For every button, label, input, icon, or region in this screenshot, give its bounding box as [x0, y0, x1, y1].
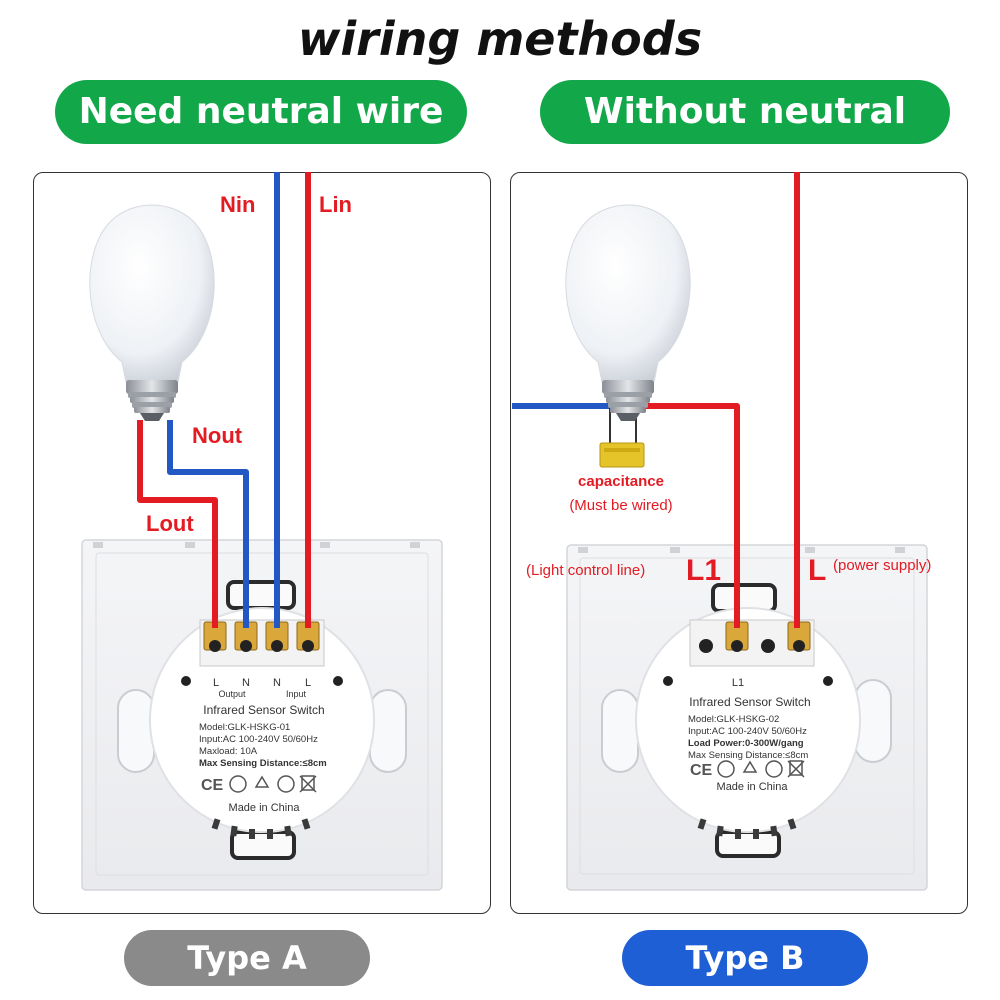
page-title: wiring methods	[297, 12, 703, 66]
made-in-b: Made in China	[717, 781, 789, 793]
switch-plate-a: L N N L Output Input Infrared Sensor Swi…	[81, 539, 443, 891]
module-model-a: Model:GLK-HSKG-01	[199, 722, 290, 733]
terminal-label-l2: L	[305, 677, 311, 689]
terminal-label-n1: N	[242, 677, 250, 689]
output-label: Output	[218, 689, 246, 699]
wire-nout	[167, 420, 249, 628]
terminal-screws-a	[203, 621, 320, 652]
light-bulb-b	[565, 204, 691, 421]
label-lout: Lout	[146, 511, 194, 536]
module-load-b: Load Power:0-300W/gang	[688, 738, 804, 749]
label-nout: Nout	[192, 423, 243, 448]
wires-b	[512, 172, 800, 628]
svg-text:CE: CE	[201, 777, 224, 794]
label-capacitance: capacitance	[578, 473, 664, 490]
wires-a	[137, 172, 311, 628]
terminal-screws-b	[699, 621, 811, 653]
type-a-label: Type A	[124, 930, 370, 986]
capacitor	[599, 406, 645, 468]
module-distance-b: Max Sensing Distance:≤8cm	[688, 750, 808, 761]
wire-l1	[645, 403, 740, 628]
wire-lout	[137, 420, 218, 628]
svg-text:CE: CE	[690, 762, 713, 779]
label-nin: Nin	[220, 192, 255, 217]
module-load-a: Maxload: 10A	[199, 746, 258, 757]
made-in-a: Made in China	[229, 802, 301, 814]
module-distance-a: Max Sensing Distance:≤8cm	[199, 758, 327, 769]
label-l: L	[808, 554, 826, 587]
terminal-label-l1-b: L1	[732, 677, 744, 689]
terminal-label-l1: L	[213, 677, 219, 689]
module-name-a: Infrared Sensor Switch	[203, 703, 324, 717]
label-l1: L1	[686, 554, 721, 587]
type-b-label: Type B	[622, 930, 868, 986]
module-name-b: Infrared Sensor Switch	[689, 695, 810, 709]
certification-icons-b: CE	[690, 760, 805, 779]
switch-plate-b: L1 Infrared Sensor Switch Model:GLK-HSKG…	[566, 544, 928, 891]
label-lin: Lin	[319, 192, 352, 217]
module-input-a: Input:AC 100-240V 50/60Hz	[199, 734, 318, 745]
label-light-control: (Light control line)	[526, 562, 645, 579]
certification-icons-a: CE	[201, 775, 317, 794]
light-bulb-a	[89, 204, 215, 421]
heading-need-neutral: Need neutral wire	[55, 80, 467, 144]
module-input-b: Input:AC 100-240V 50/60Hz	[688, 726, 807, 737]
module-model-b: Model:GLK-HSKG-02	[688, 714, 779, 725]
input-label: Input	[286, 689, 307, 699]
label-must-wire: (Must be wired)	[569, 497, 672, 514]
terminal-label-n2: N	[273, 677, 281, 689]
label-power-supply: (power supply)	[833, 557, 931, 574]
